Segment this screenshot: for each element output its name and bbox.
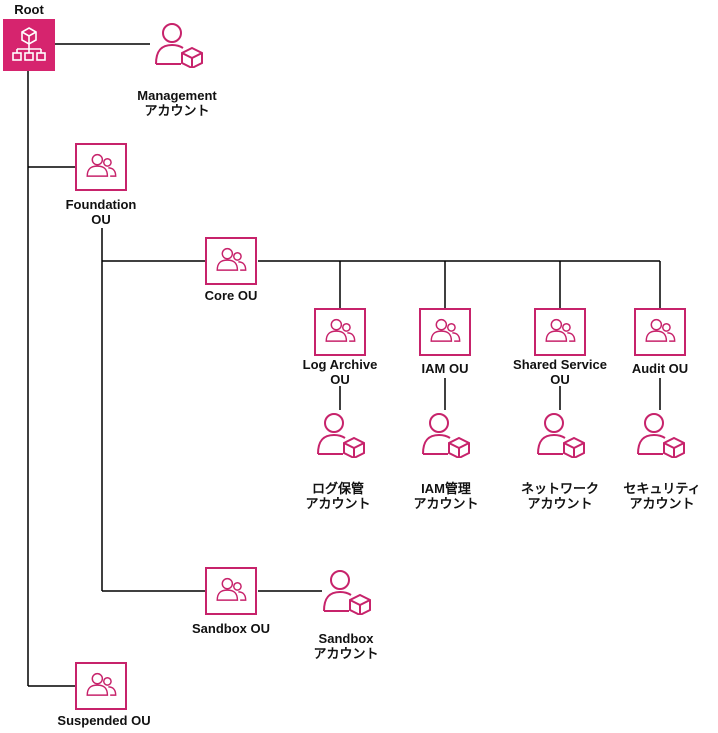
log-account-label: ログ保管アカウント xyxy=(305,481,371,511)
audit-ou-node[interactable] xyxy=(634,308,686,356)
suspended-ou-label: Suspended OU xyxy=(57,713,151,728)
security-account-icon[interactable] xyxy=(632,410,688,458)
organization-root-icon xyxy=(12,27,46,61)
shared-service-ou-node[interactable] xyxy=(534,308,586,356)
log-archive-ou-node[interactable] xyxy=(314,308,366,356)
log-account-icon[interactable] xyxy=(312,410,368,458)
sandbox-account-icon[interactable] xyxy=(318,567,374,615)
users-icon xyxy=(77,664,125,708)
suspended-ou-node[interactable] xyxy=(75,662,127,710)
iam-account-icon[interactable] xyxy=(417,410,473,458)
users-icon xyxy=(636,310,684,354)
foundation-ou-node[interactable] xyxy=(75,143,127,191)
users-icon xyxy=(207,239,255,283)
core-ou-label: Core OU xyxy=(204,288,258,303)
root-label: Root xyxy=(14,2,44,17)
management-account-icon[interactable] xyxy=(150,20,206,68)
users-icon xyxy=(316,310,364,354)
core-ou-node[interactable] xyxy=(205,237,257,285)
users-icon xyxy=(77,145,125,189)
iam-account-label: IAM管理アカウント xyxy=(413,481,479,511)
iam-ou-label: IAM OU xyxy=(421,361,469,376)
network-account-icon[interactable] xyxy=(532,410,588,458)
iam-ou-node[interactable] xyxy=(419,308,471,356)
security-account-label: セキュリティアカウント xyxy=(623,481,701,511)
audit-ou-label: Audit OU xyxy=(631,361,689,376)
sandbox-ou-node[interactable] xyxy=(205,567,257,615)
users-icon xyxy=(536,310,584,354)
network-account-label: ネットワークアカウント xyxy=(520,481,600,511)
users-icon xyxy=(421,310,469,354)
root-node[interactable] xyxy=(3,19,55,71)
users-icon xyxy=(207,569,255,613)
sandbox-ou-label: Sandbox OU xyxy=(191,621,271,636)
